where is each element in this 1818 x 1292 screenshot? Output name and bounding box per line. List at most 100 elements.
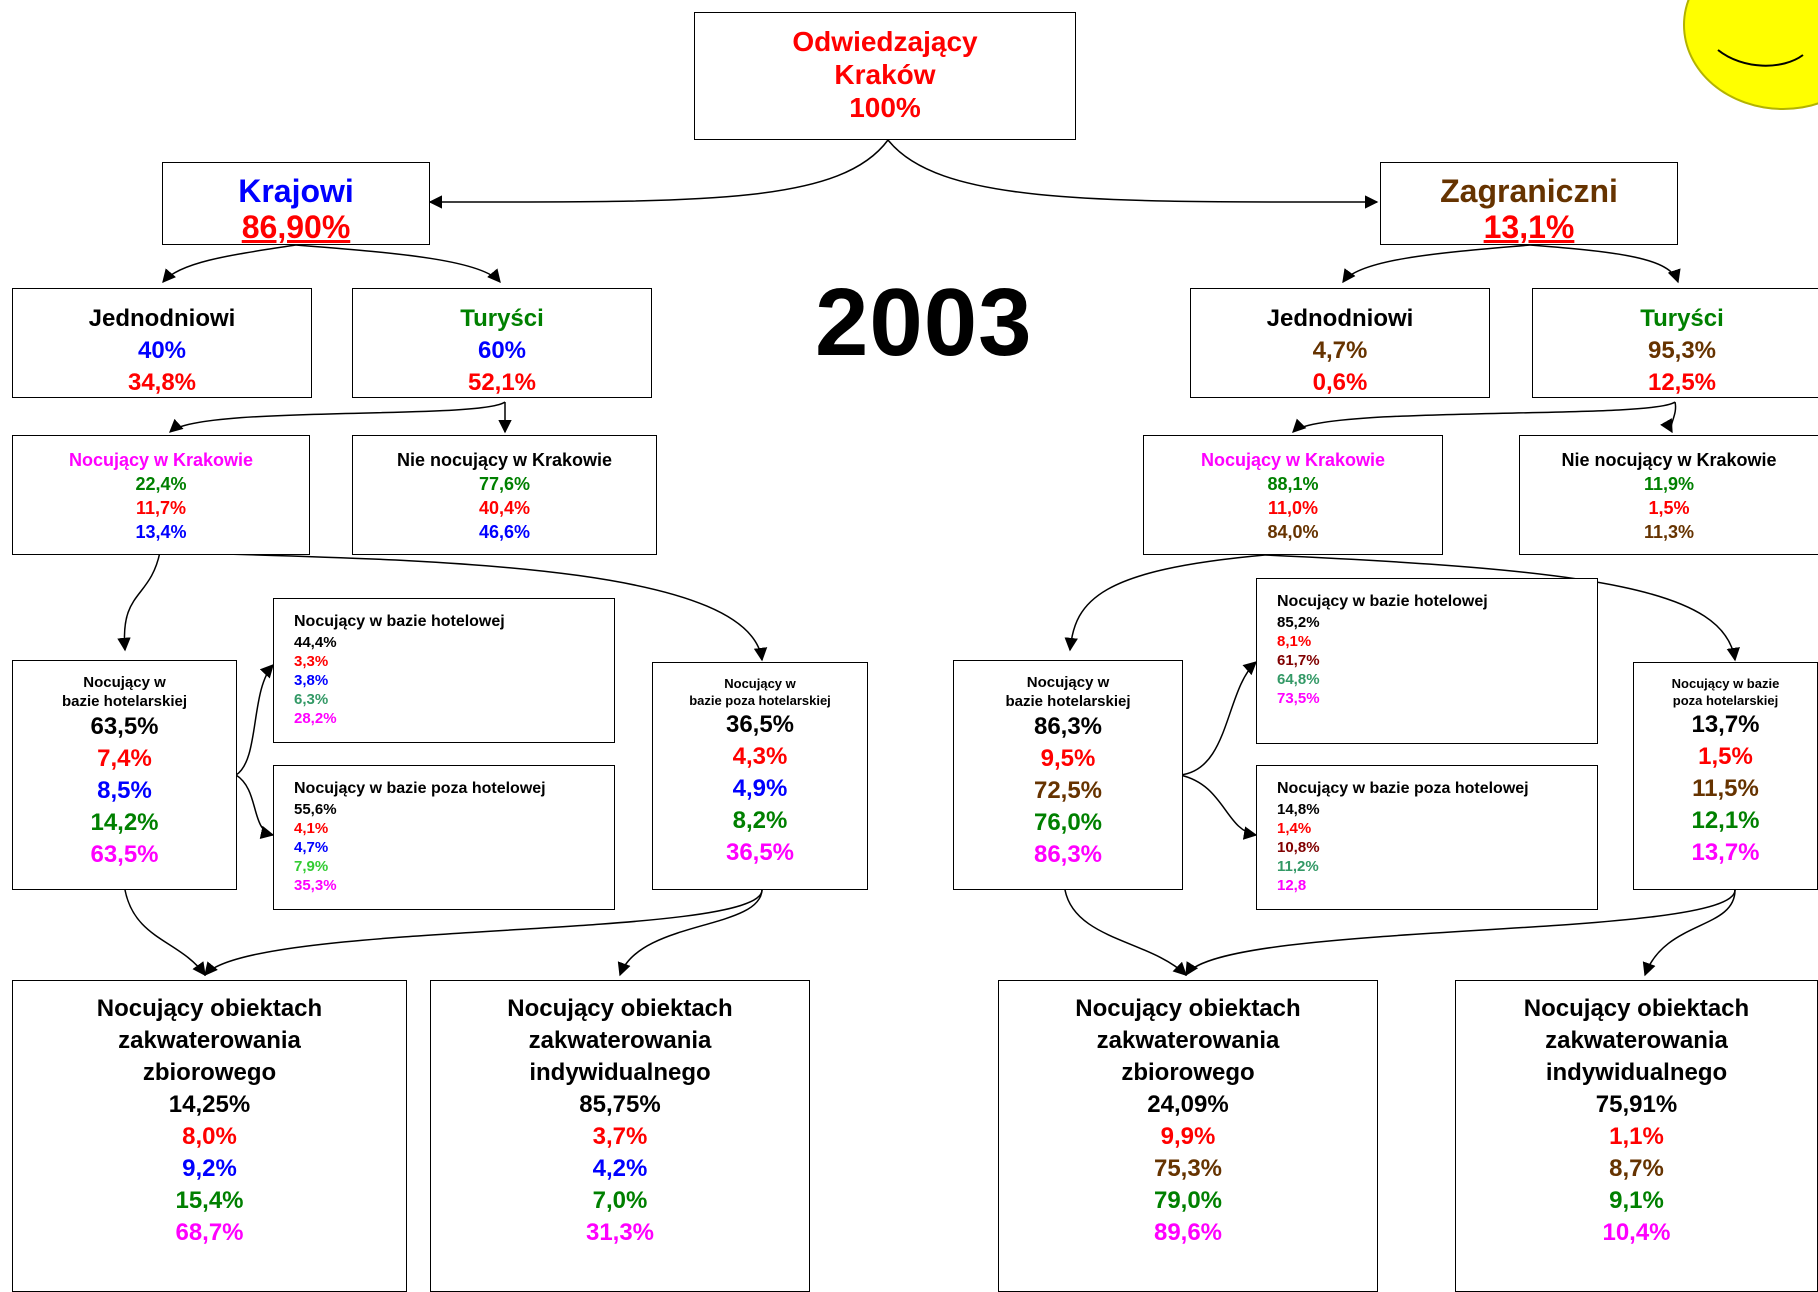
foreign-individual-a: 75,91% <box>1595 1091 1678 1118</box>
arrow-f-hotel-hotelsub <box>1179 661 1258 776</box>
arrow-krajowi-tourists <box>295 244 501 284</box>
foreign-hotel-base-c: 72,5% <box>1033 777 1103 804</box>
foreign-hotel-sub-title: Nocujący w bazie hotelowej <box>1277 593 1488 610</box>
domestic-collective-d: 15,4% <box>175 1187 244 1214</box>
domestic-individual-box: Nocujący obiektach zakwaterowania indywi… <box>430 980 810 1292</box>
domestic-hotel-base-d: 14,2% <box>90 809 159 836</box>
domestic-nonhotel-sub-e: 35,3% <box>294 877 337 894</box>
foreign-overnight-c: 84,0% <box>1267 522 1319 542</box>
foreign-not-overnight-a: 11,9% <box>1643 474 1695 494</box>
foreign-nonhotel-base-e: 13,7% <box>1691 839 1760 866</box>
arrow-root-zagraniczni <box>887 139 1379 209</box>
domestic-not-overnight-box: Nie nocujący w Krakowie 77,6% 40,4% 46,6… <box>352 435 657 555</box>
foreign-hotel-sub-a: 85,2% <box>1277 614 1320 631</box>
foreign-title: Zagraniczni <box>1440 173 1618 209</box>
domestic-individual-a: 85,75% <box>579 1091 661 1118</box>
foreign-day-title: Jednodniowi <box>1266 305 1414 332</box>
foreign-nonhotel-base-a: 13,7% <box>1691 711 1760 738</box>
domestic-hotel-base-c: 8,5% <box>97 777 152 804</box>
arrow-zagraniczni-day <box>1342 244 1531 284</box>
foreign-not-overnight-box: Nie nocujący w Krakowie 11,9% 1,5% 11,3% <box>1519 435 1818 555</box>
domestic-tourists-a: 60% <box>477 337 527 364</box>
domestic-individual-title3: indywidualnego <box>529 1059 711 1086</box>
foreign-hotel-base-e: 86,3% <box>1033 841 1103 868</box>
domestic-collective-box: Nocujący obiektach zakwaterowania zbioro… <box>12 980 407 1292</box>
domestic-individual-title1: Nocujący obiektach <box>507 995 733 1022</box>
domestic-tourists-box: Turyści 60% 52,1% <box>352 288 652 398</box>
domestic-individual-c: 4,2% <box>592 1155 648 1182</box>
foreign-percent: 13,1% <box>1483 209 1575 245</box>
foreign-overnight-b: 11,0% <box>1267 498 1319 518</box>
root-percent: 100% <box>849 92 921 123</box>
domestic-hotel-sub-box: Nocujący w bazie hotelowej 44,4% 3,3% 3,… <box>273 598 615 743</box>
domestic-collective-e: 68,7% <box>175 1219 244 1246</box>
foreign-not-overnight-title: Nie nocujący w Krakowie <box>1561 450 1777 470</box>
domestic-hotel-base-a: 63,5% <box>90 713 159 740</box>
root-title-line1: Odwiedzający <box>792 26 978 57</box>
foreign-overnight-title: Nocujący w Krakowie <box>1200 450 1386 470</box>
arrow-f-tourists-notovernight <box>1660 401 1677 434</box>
domestic-overnight-title: Nocujący w Krakowie <box>68 450 254 470</box>
foreign-hotel-base-b: 9,5% <box>1040 745 1096 772</box>
domestic-collective-a: 14,25% <box>168 1091 251 1118</box>
domestic-nonhotel-base-d: 8,2% <box>732 807 788 834</box>
year-label: 2003 <box>815 269 1033 376</box>
domestic-hotel-base-e: 63,5% <box>90 841 159 868</box>
arrow-nonhotel-individual <box>617 889 763 977</box>
domestic-hotel-sub-c: 3,8% <box>294 672 329 689</box>
foreign-tourists-b: 12,5% <box>1647 369 1717 396</box>
domestic-not-overnight-b: 40,4% <box>478 498 531 518</box>
domestic-individual-b: 3,7% <box>592 1123 648 1150</box>
foreign-header-box: Zagraniczni 13,1% <box>1380 162 1678 245</box>
smiley-sun-decoration <box>1683 0 1818 110</box>
foreign-individual-title2: zakwaterowania <box>1545 1027 1728 1054</box>
domestic-collective-title1: Nocujący obiektach <box>96 995 323 1022</box>
domestic-overnight-a: 22,4% <box>135 474 187 494</box>
arrow-f-hotel-nonhotelsub <box>1179 774 1258 840</box>
foreign-not-overnight-c: 11,3% <box>1643 522 1695 542</box>
domestic-day-title: Jednodniowi <box>88 305 236 332</box>
foreign-nonhotel-sub-title: Nocujący w bazie poza hotelowej <box>1277 780 1529 797</box>
domestic-hotel-base-box: Nocujący w bazie hotelarskiej 63,5% 7,4%… <box>12 660 237 890</box>
domestic-overnight-b: 11,7% <box>135 498 187 518</box>
foreign-nonhotel-base-c: 11,5% <box>1692 775 1759 802</box>
domestic-nonhotel-base-c: 4,9% <box>732 775 788 802</box>
foreign-collective-title1: Nocujący obiektach <box>1075 995 1301 1022</box>
arrow-f-hotel-collective <box>1064 889 1187 976</box>
domestic-title: Krajowi <box>238 173 354 209</box>
domestic-hotel-base-b: 7,4% <box>97 745 152 772</box>
foreign-individual-title3: indywidualnego <box>1545 1059 1728 1086</box>
arrow-nonhotel-collective <box>204 889 763 977</box>
foreign-collective-e: 89,6% <box>1153 1219 1223 1246</box>
domestic-hotel-base-title2: bazie hotelarskiej <box>61 693 188 710</box>
foreign-collective-a: 24,09% <box>1147 1091 1229 1118</box>
arrow-f-nonhotel-collective <box>1185 889 1736 977</box>
domestic-nonhotel-base-a: 36,5% <box>725 711 795 738</box>
domestic-nonhotel-base-title1: Nocujący w <box>724 676 796 691</box>
arrow-hotel-hotelsub <box>235 664 274 776</box>
domestic-individual-e: 31,3% <box>585 1219 655 1246</box>
arrow-f-overnight-nonhotel <box>1264 554 1740 662</box>
foreign-hotel-base-title1: Nocujący w <box>1026 674 1110 691</box>
foreign-nonhotel-base-title2: poza hotelarskiej <box>1672 693 1779 708</box>
domestic-individual-d: 7,0% <box>592 1187 648 1214</box>
foreign-not-overnight-b: 1,5% <box>1648 498 1690 518</box>
foreign-nonhotel-sub-a: 14,8% <box>1277 801 1320 818</box>
foreign-day-box: Jednodniowi 4,7% 0,6% <box>1190 288 1490 398</box>
foreign-hotel-sub-c: 61,7% <box>1277 652 1320 669</box>
arrow-zagraniczni-tourists <box>1529 244 1681 284</box>
domestic-tourists-b: 52,1% <box>467 369 537 396</box>
arrow-overnight-hotel <box>117 551 161 652</box>
foreign-tourists-a: 95,3% <box>1647 337 1717 364</box>
domestic-not-overnight-c: 46,6% <box>478 522 531 542</box>
domestic-nonhotel-sub-a: 55,6% <box>294 801 337 818</box>
foreign-collective-title2: zakwaterowania <box>1096 1027 1280 1054</box>
domestic-collective-title3: zbiorowego <box>142 1059 277 1086</box>
foreign-hotel-sub-box: Nocujący w bazie hotelowej 85,2% 8,1% 61… <box>1256 578 1598 744</box>
domestic-overnight-c: 13,4% <box>135 522 187 542</box>
domestic-tourists-title: Turyści <box>460 305 544 332</box>
foreign-individual-c: 8,7% <box>1609 1155 1664 1182</box>
foreign-hotel-sub-b: 8,1% <box>1277 633 1312 650</box>
domestic-percent: 86,90% <box>241 209 351 245</box>
